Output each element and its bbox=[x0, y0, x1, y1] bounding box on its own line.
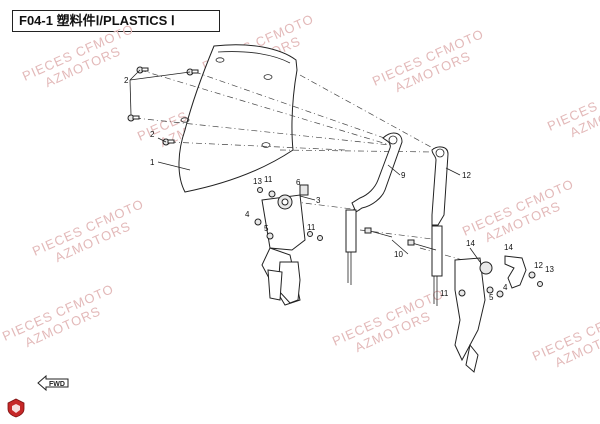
callout-12: 12 bbox=[462, 171, 471, 180]
fwd-label: FWD bbox=[49, 381, 65, 388]
callout-8: 13 bbox=[253, 177, 262, 186]
screw bbox=[136, 66, 149, 74]
callout-5: 5 bbox=[264, 224, 269, 233]
nut bbox=[266, 232, 274, 240]
clamp-left bbox=[267, 261, 301, 304]
screw bbox=[162, 138, 175, 146]
callout-1: 1 bbox=[150, 158, 155, 167]
tube bbox=[431, 225, 443, 306]
diagram-title: F04-1 塑料件Ⅰ/PLASTICS Ⅰ bbox=[12, 10, 220, 32]
fwd-arrow-icon: FWD bbox=[37, 374, 69, 392]
windshield bbox=[178, 44, 298, 193]
diagram-title-text: F04-1 塑料件Ⅰ/PLASTICS Ⅰ bbox=[19, 13, 175, 28]
bracket-arm-12 bbox=[431, 146, 449, 226]
callout-10: 10 bbox=[394, 250, 403, 259]
leader-lines bbox=[129, 69, 481, 263]
callout-2: 2 bbox=[124, 76, 129, 85]
bracket-hole bbox=[435, 148, 445, 158]
windshield-hole bbox=[261, 142, 271, 148]
callout-7: 11 bbox=[264, 175, 273, 184]
rod bbox=[407, 239, 437, 251]
bracket-hole bbox=[388, 135, 398, 145]
callout-13: 14 bbox=[466, 239, 475, 248]
callout-7: 12 bbox=[534, 261, 543, 270]
callout-5: 5 bbox=[489, 293, 494, 302]
nut bbox=[537, 281, 543, 287]
callout-9: 9 bbox=[401, 171, 406, 180]
mount-bracket-right bbox=[454, 257, 493, 373]
alignment-line bbox=[279, 149, 436, 153]
windshield-hole bbox=[263, 74, 273, 80]
callout-4: 4 bbox=[245, 210, 250, 219]
callout-6: 6 bbox=[296, 178, 301, 187]
tube bbox=[345, 209, 357, 285]
alignment-line bbox=[169, 141, 346, 151]
callout-14: 14 bbox=[504, 243, 513, 252]
brand-logo-icon bbox=[7, 398, 25, 418]
callout-4: 4 bbox=[503, 283, 508, 292]
windshield-hole bbox=[180, 117, 190, 123]
windshield-hole bbox=[215, 57, 225, 63]
windshield-edge bbox=[217, 51, 291, 64]
nut bbox=[458, 289, 466, 297]
nut bbox=[317, 235, 323, 241]
latch-14 bbox=[504, 255, 527, 289]
nut bbox=[486, 286, 494, 294]
callout-3: 3 bbox=[316, 196, 321, 205]
callout-11: 11 bbox=[440, 289, 449, 298]
alignment-line bbox=[419, 247, 481, 266]
nut bbox=[528, 271, 536, 279]
alignment-line bbox=[194, 71, 391, 141]
bracket-arm-9 bbox=[351, 132, 403, 213]
callout-2: 2 bbox=[150, 130, 155, 139]
alignment-line bbox=[134, 117, 391, 146]
nut bbox=[254, 218, 262, 226]
nut bbox=[307, 231, 313, 237]
callout-8: 13 bbox=[545, 265, 554, 274]
callout-11: 11 bbox=[307, 223, 316, 232]
alignment-line bbox=[139, 69, 391, 146]
nut bbox=[268, 190, 276, 198]
rod bbox=[364, 227, 393, 238]
nut bbox=[257, 187, 263, 193]
nut bbox=[496, 290, 504, 298]
alignment-line bbox=[299, 74, 441, 153]
screw bbox=[127, 114, 140, 122]
